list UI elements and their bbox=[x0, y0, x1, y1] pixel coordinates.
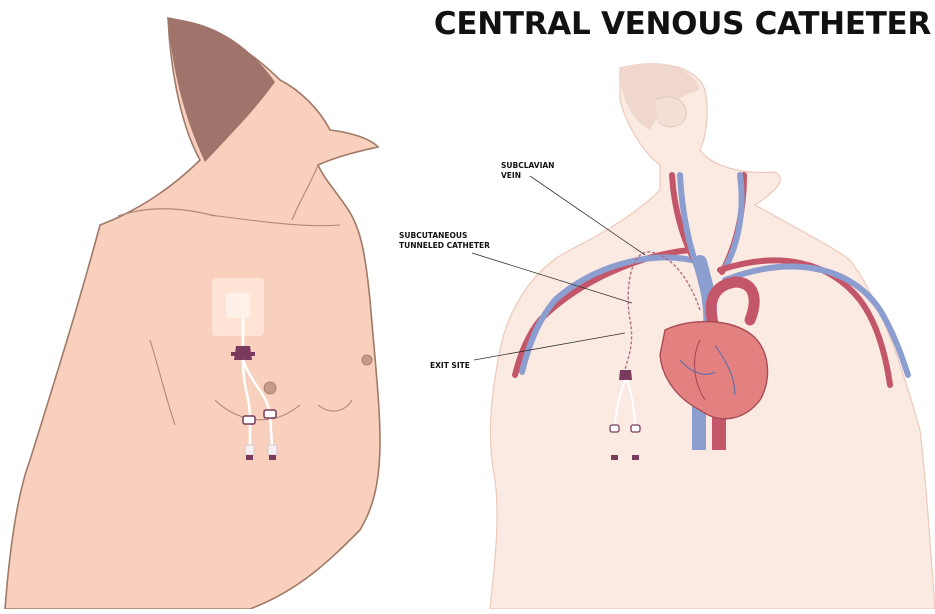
clamp-right-r bbox=[631, 425, 640, 432]
connector-right bbox=[268, 445, 277, 455]
cap-right bbox=[269, 455, 276, 460]
anatomy-figure: SUBCLAVIAN VEIN SUBCUTANEOUS TUNNELED CA… bbox=[399, 63, 935, 609]
patient-torso bbox=[5, 18, 380, 609]
ghost-ear bbox=[655, 97, 686, 127]
cap-left bbox=[246, 455, 253, 460]
label-exit-site: EXIT SITE bbox=[430, 361, 470, 370]
label-subclavian-line1: SUBCLAVIAN bbox=[501, 161, 554, 170]
label-tunneled-line2: TUNNELED CATHETER bbox=[399, 241, 490, 250]
hub-clip bbox=[231, 352, 255, 356]
left-nipple bbox=[264, 382, 276, 394]
cap-right-r bbox=[632, 455, 639, 460]
clamp-left bbox=[243, 416, 255, 424]
catheter-hub-right bbox=[619, 370, 632, 380]
page-title: CENTRAL VENOUS CATHETER bbox=[434, 6, 931, 42]
connector-left bbox=[245, 445, 254, 455]
cap-left-r bbox=[611, 455, 618, 460]
dressing-pad bbox=[226, 293, 250, 318]
label-tunneled-line1: SUBCUTANEOUS bbox=[399, 231, 467, 240]
clamp-left-r bbox=[610, 425, 619, 432]
clamp-right bbox=[264, 410, 276, 418]
label-subclavian-line2: VEIN bbox=[501, 171, 521, 180]
right-nipple bbox=[362, 355, 372, 365]
